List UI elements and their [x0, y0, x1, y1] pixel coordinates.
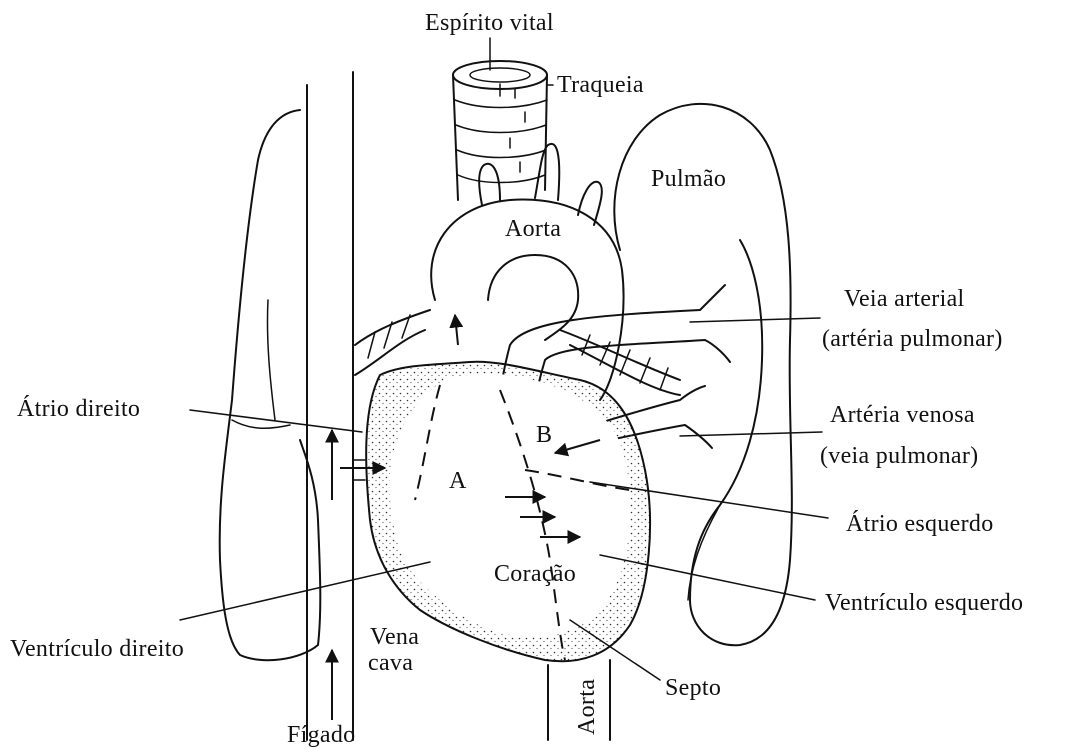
vena-cava [307, 72, 353, 740]
up-arrow-aorta [455, 315, 458, 345]
right-atrium-leader [190, 410, 362, 432]
label-right-ventricle: Ventrículo direito [10, 636, 184, 662]
aortic-arch-inner [488, 255, 578, 340]
label-left-atrium: Átrio esquerdo [846, 511, 994, 537]
left-lung-inner-edge [688, 505, 720, 600]
label-trachea: Traqueia [557, 72, 644, 98]
label-vital-spirit: Espírito vital [425, 10, 554, 36]
label-lung: Pulmão [651, 166, 726, 192]
right-ventricle-leader [180, 562, 430, 620]
label-aorta-bottom: Aorta [574, 679, 600, 735]
label-venous-artery-2: (veia pulmonar) [820, 443, 978, 469]
label-marker-b: B [536, 422, 552, 448]
label-arterial-vein-2: (artéria pulmonar) [822, 326, 1003, 352]
label-marker-a: A [449, 468, 467, 494]
vena-cava-branch [353, 460, 365, 480]
arterial-vein-leader [690, 318, 820, 322]
label-aorta-top: Aorta [505, 216, 561, 242]
label-arterial-vein: Veia arterial [844, 286, 965, 312]
label-cava: cava [368, 650, 413, 676]
label-heart: Coração [494, 561, 576, 587]
right-lung-inner-edge [267, 300, 275, 420]
label-left-ventricle: Ventrículo esquerdo [825, 590, 1023, 616]
label-venous-artery: Artéria venosa [830, 402, 975, 428]
label-vena: Vena [370, 624, 419, 650]
label-liver: Fígado [287, 722, 355, 748]
right-lung-outline [220, 110, 321, 660]
label-right-atrium: Átrio direito [17, 396, 140, 422]
trachea [453, 61, 547, 200]
label-septum: Septo [665, 675, 721, 701]
